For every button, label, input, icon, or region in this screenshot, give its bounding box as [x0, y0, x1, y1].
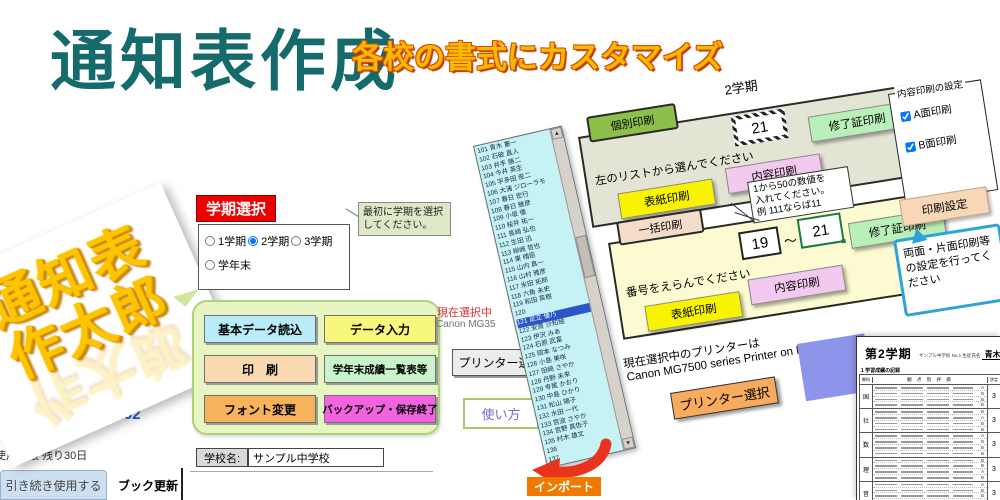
term-select-tooltip: 最初に学期を選択してください。: [358, 202, 451, 236]
scroll-down-icon[interactable]: ▼: [621, 436, 635, 450]
print-button[interactable]: 印 刷: [204, 355, 316, 383]
divider-line: [190, 471, 433, 472]
radio-term-3[interactable]: [291, 236, 302, 246]
report-section-title: 1 学習成績の記録: [861, 368, 901, 374]
range-from-box[interactable]: 19: [737, 226, 782, 261]
printer-status-text: 現在選択中: [437, 307, 492, 319]
report-table-body: 国ABBB3社BABB3数ABBB3理BBAB3音ABBB3美BBBA3: [860, 385, 1000, 500]
range-tilde: ～: [782, 232, 799, 250]
font-change-button[interactable]: フォント変更: [204, 395, 316, 423]
scroll-up-icon[interactable]: ▲: [550, 126, 564, 140]
help-button[interactable]: 使い方: [463, 398, 539, 429]
tab-divider: [181, 468, 183, 500]
range-to-box[interactable]: 21: [796, 212, 845, 249]
tab-continue-use[interactable]: 引き続き使用する: [0, 470, 107, 500]
import-label: インポート: [527, 477, 602, 496]
report-header-line: サンプル中学校 No.1 生徒氏名 青木 憲一: [919, 349, 1000, 360]
radio-term-2[interactable]: [248, 236, 259, 246]
report-col-subject: 教科: [860, 376, 873, 383]
printer-device-text: Canon MG35: [436, 319, 496, 330]
report-term-title: 第2学期: [865, 347, 912, 361]
report-col-eval: 観 点 別 評 価: [907, 376, 953, 382]
report-col-grade: 評定: [987, 376, 1000, 383]
radio-term-1-label: 1学期: [218, 236, 247, 248]
printer-select-button-main[interactable]: プリンター選択: [670, 376, 779, 420]
report-school-line: サンプル中学校 No.1 生徒氏名: [919, 353, 981, 358]
load-data-button[interactable]: 基本データ読込: [204, 315, 316, 343]
page-title: 通知表作成: [50, 22, 400, 100]
term-select-heading: 学期選択: [196, 195, 277, 222]
term-radio-group: 1学期 2学期 3学期 学年末: [198, 224, 350, 290]
school-name-label: 学校名:: [196, 448, 248, 467]
tab-book-update[interactable]: ブック更新: [115, 470, 181, 500]
checkbox-side-b[interactable]: [904, 140, 917, 153]
checkbox-side-a-label: A面印刷: [912, 103, 953, 122]
backup-exit-button[interactable]: バックアップ・保存終了: [322, 395, 438, 423]
radio-term-yearend-label: 学年末: [218, 260, 251, 272]
report-table-header: 教科 観 点 別 評 価 評定: [860, 375, 1000, 385]
term-panel-title: 2学期: [723, 77, 759, 98]
individual-number-box[interactable]: 21: [730, 108, 789, 147]
content-print-settings-label: 内容印刷の設定: [893, 75, 966, 101]
cover-print-button-2[interactable]: 表紙印刷: [644, 291, 744, 332]
content-print-button-2[interactable]: 内容印刷: [747, 264, 847, 306]
radio-term-yearend[interactable]: [205, 260, 215, 270]
checkbox-side-a[interactable]: [899, 110, 912, 122]
school-name-input[interactable]: サンプル中学校: [248, 448, 384, 467]
report-subject-block: 音ABBB3: [860, 481, 1000, 500]
report-student-name: 青木 憲一: [981, 350, 1000, 360]
data-entry-button[interactable]: データ入力: [324, 315, 436, 343]
checkbox-side-b-label: B面印刷: [917, 133, 958, 152]
yearend-list-button[interactable]: 学年末成績一覧表等: [324, 355, 436, 383]
settings-callout: 両面・片面印刷等の設定を行ってください: [893, 223, 1000, 318]
radio-term-3-label: 3学期: [304, 236, 333, 248]
report-preview: 第2学期 サンプル中学校 No.1 生徒氏名 青木 憲一 1 学習成績の記録 教…: [856, 336, 1000, 500]
page-subtitle: 各校の書式にカスタマイズ: [352, 40, 724, 75]
radio-term-1[interactable]: [205, 236, 215, 246]
radio-term-2-label: 2学期: [261, 236, 290, 248]
main-menu-panel: 基本データ読込 データ入力 印 刷 学年末成績一覧表等 フォント変更 バックアッ…: [192, 300, 440, 435]
